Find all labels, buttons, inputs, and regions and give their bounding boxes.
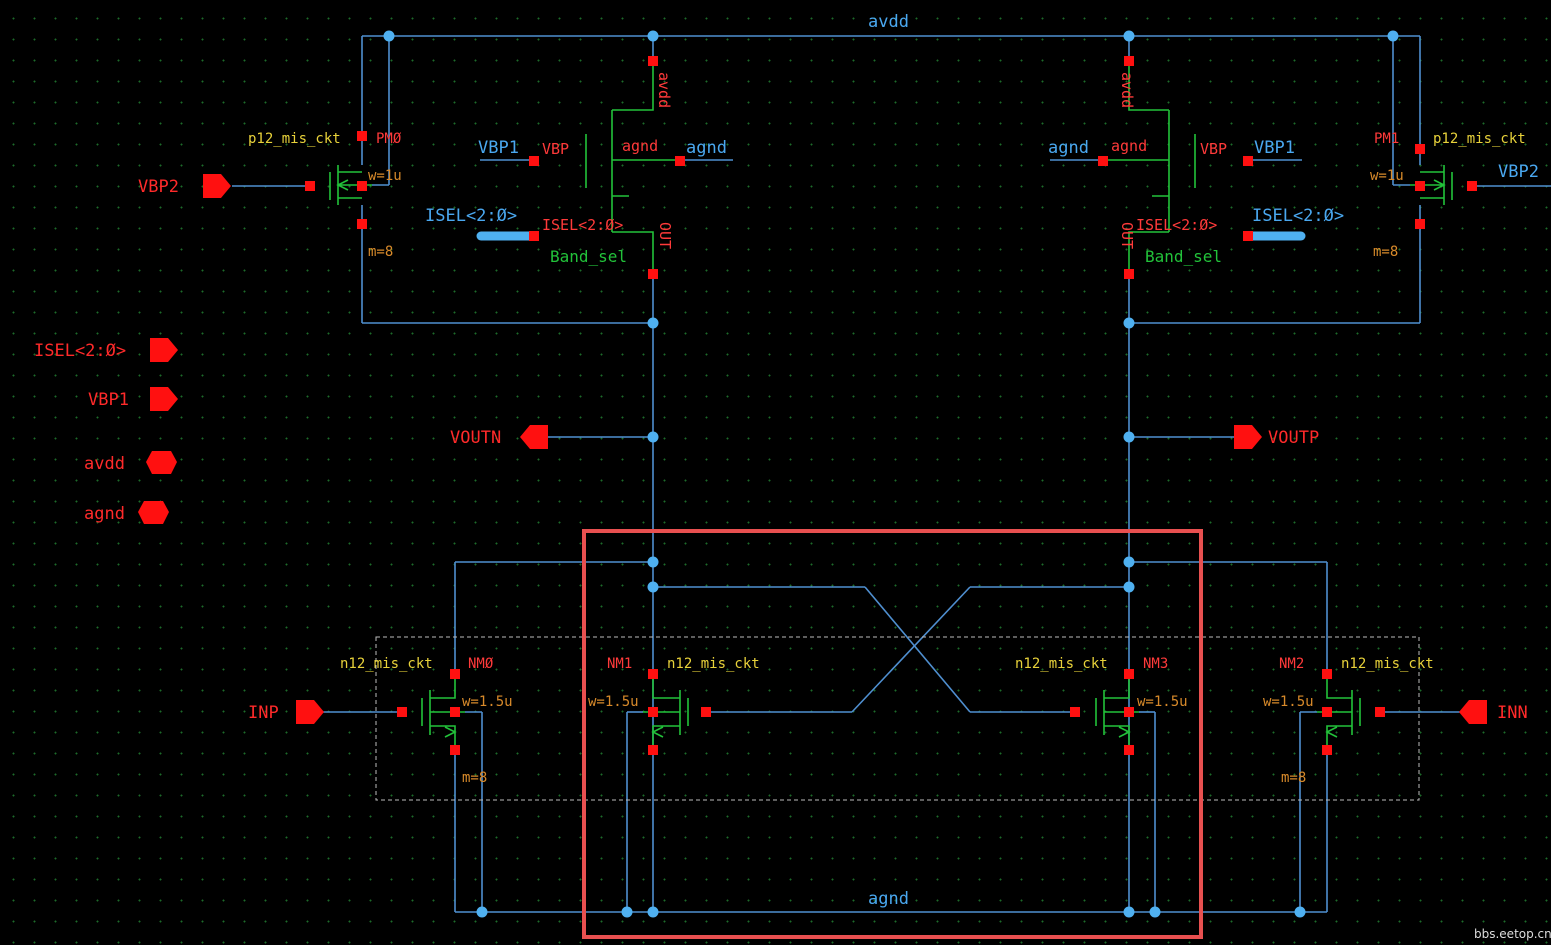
nm1-instance: NM1 (607, 656, 632, 672)
load-right-isel-pin: ISEL<2:Ø> (1136, 216, 1217, 234)
agnd-pin-label: agnd (84, 504, 125, 524)
load-left-isel-net: ISEL<2:Ø> (425, 206, 517, 226)
pmos-pm1-symbol (1410, 165, 1453, 205)
selection-box (375, 636, 1420, 801)
device-symbols (329, 60, 1453, 750)
junction-dots (383, 30, 1399, 918)
inn-pin-symbol (1459, 700, 1487, 724)
load-left-out-pin: OUT (656, 222, 674, 249)
voutp-pin-label: VOUTP (1268, 428, 1319, 448)
nm3-width: w=1.5u (1137, 694, 1188, 710)
load-left-vbp-pin: VBP (542, 140, 569, 158)
load-right-avdd-pin: avdd (1118, 72, 1136, 108)
vbp2-pin-symbol (203, 174, 231, 198)
nm2-model: n12_mis_ckt (1341, 656, 1434, 672)
pm0-model: p12_mis_ckt (248, 131, 341, 147)
io-pin-symbols (138, 174, 1487, 724)
load-left-symbol (585, 60, 680, 274)
isel-pin-label: ISEL<2:Ø> (34, 341, 126, 361)
agnd-rail-label: agnd (868, 889, 909, 909)
pm1-model: p12_mis_ckt (1433, 131, 1526, 147)
load-left-avdd-pin: avdd (655, 72, 673, 108)
vbp1-pin-label: VBP1 (88, 390, 129, 410)
load-right-agnd-pin: agnd (1111, 137, 1147, 155)
avdd-rail-label: avdd (868, 12, 909, 32)
nm0-instance: NMØ (468, 656, 494, 672)
isel-pin-symbol (150, 338, 178, 362)
voutn-pin-symbol (520, 425, 548, 449)
load-right-isel-net: ISEL<2:Ø> (1252, 206, 1344, 226)
load-right-band-sel: Band_sel (1145, 247, 1222, 266)
pm1-instance: PM1 (1374, 131, 1399, 147)
nm0-model: n12_mis_ckt (340, 656, 433, 672)
load-left-band-sel: Band_sel (550, 247, 627, 266)
voutn-pin-label: VOUTN (450, 428, 501, 448)
vbp1-pin-symbol (150, 387, 178, 411)
load-right-symbol (1103, 60, 1196, 274)
nm3-instance: NM3 (1143, 656, 1168, 672)
avdd-pin-label: avdd (84, 454, 125, 474)
nm2-instance: NM2 (1279, 656, 1304, 672)
nm3-model: n12_mis_ckt (1015, 656, 1108, 672)
highlight-box (582, 529, 1203, 939)
voutp-pin-symbol (1234, 425, 1262, 449)
avdd-pin-symbol (146, 451, 177, 474)
pm1-mult: m=8 (1373, 244, 1398, 260)
nmos-nm1-symbol (643, 674, 689, 750)
nm0-width: w=1.5u (462, 694, 513, 710)
pin-markers (305, 56, 1477, 755)
load-right-vbp-net: VBP1 (1254, 138, 1295, 158)
inp-pin-symbol (296, 700, 324, 724)
load-right-vbp-pin: VBP (1200, 140, 1227, 158)
pm0-instance: PMØ (376, 131, 402, 147)
inn-pin-label: INN (1497, 703, 1528, 723)
vbp2-net-label: VBP2 (1498, 162, 1539, 182)
inp-pin-label: INP (248, 703, 279, 723)
load-left-vbp-net: VBP1 (478, 138, 519, 158)
load-right-out-pin: OUT (1118, 222, 1136, 249)
nm2-width: w=1.5u (1263, 694, 1314, 710)
nmos-nm0-symbol (421, 674, 465, 750)
nmos-nm2-symbol (1317, 674, 1361, 750)
nm2-mult: m=8 (1281, 770, 1306, 786)
load-left-agnd-net: agnd (686, 138, 727, 158)
pmos-pm0-symbol (329, 165, 372, 205)
labels: avdd agnd ISEL<2:Ø> VBP1 avdd agnd VBP2 … (34, 12, 1551, 941)
load-left-agnd-pin: agnd (622, 137, 658, 155)
nm1-width: w=1.5u (588, 694, 639, 710)
nm1-model: n12_mis_ckt (667, 656, 760, 672)
vbp2-pin-label: VBP2 (138, 177, 179, 197)
nmos-nm3-symbol (1095, 674, 1139, 750)
wires (232, 35, 1551, 913)
pm0-mult: m=8 (368, 244, 393, 260)
pm1-width: w=1u (1370, 168, 1404, 184)
load-right-agnd-net: agnd (1048, 138, 1089, 158)
load-left-isel-pin: ISEL<2:Ø> (542, 216, 623, 234)
agnd-pin-symbol (138, 501, 169, 524)
watermark: bbs.eetop.cn (1474, 927, 1551, 941)
nm0-mult: m=8 (462, 770, 487, 786)
pm0-width: w=1u (368, 168, 402, 184)
